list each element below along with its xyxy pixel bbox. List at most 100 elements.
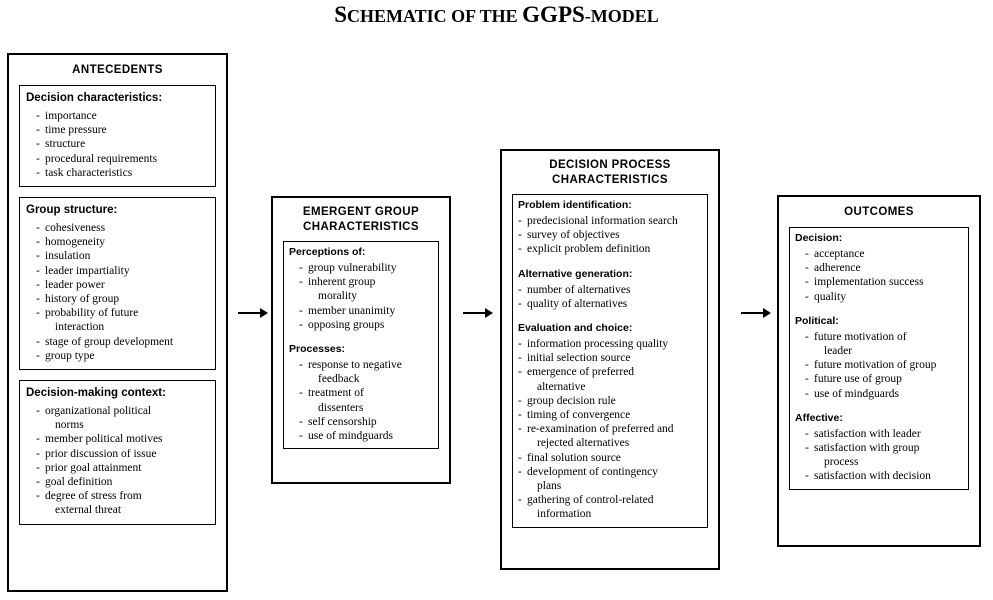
list-item: task characteristics <box>36 166 209 180</box>
group-heading-affective: Affective: <box>795 411 843 424</box>
list-item: implementation success <box>805 275 963 289</box>
list-item: leader power <box>36 278 209 292</box>
list-item: goal definition <box>36 475 209 489</box>
list-perceptions-of: group vulnerability inherent groupmorali… <box>289 261 433 332</box>
column-emergent-group-characteristics: EMERGENT GROUP CHARACTERISTICS Perceptio… <box>271 196 451 484</box>
list-item: satisfaction with decision <box>805 469 963 483</box>
list-problem-identification: predecisional information search survey … <box>518 214 702 257</box>
list-item: history of group <box>36 292 209 306</box>
title-letter-s: S <box>334 2 347 27</box>
group-heading-problem-identification: Problem identification: <box>518 199 632 211</box>
list-item: opposing groups <box>299 318 433 332</box>
group-heading-group-structure: Group structure: <box>26 204 118 217</box>
list-item: future use of group <box>805 372 963 386</box>
column-antecedents: ANTECEDENTS Decision characteristics: im… <box>7 53 228 592</box>
list-item: importance <box>36 109 209 123</box>
arrow-shaft <box>238 312 262 314</box>
list-item: initial selection source <box>518 351 702 365</box>
arrow-shaft <box>741 312 765 314</box>
arrow-antecedents-to-emergent <box>238 307 268 319</box>
list-item: information processing quality <box>518 337 702 351</box>
box-group-structure: Group structure: cohesiveness homogeneit… <box>19 197 216 371</box>
arrow-head-icon <box>763 308 771 318</box>
list-decision-outcomes: acceptance adherence implementation succ… <box>795 247 963 304</box>
list-item: quality of alternatives <box>518 297 702 311</box>
column-heading-line-1: DECISION PROCESS <box>549 159 671 171</box>
column-heading-line-1: EMERGENT GROUP <box>302 206 420 218</box>
list-item: explicit problem definition <box>518 242 702 256</box>
title-ggps: GGPS <box>522 2 585 27</box>
list-item: survey of objectives <box>518 228 702 242</box>
group-heading-processes: Processes: <box>289 343 346 356</box>
list-group-structure: cohesiveness homogeneity insulation lead… <box>26 221 209 363</box>
box-decision-process-details: Problem identification: predecisional in… <box>512 194 708 528</box>
list-item: member unanimity <box>299 304 433 318</box>
group-heading-alternative-generation: Alternative generation: <box>518 267 633 280</box>
list-item: prior goal attainment <box>36 461 209 475</box>
group-heading-political: Political: <box>795 314 839 327</box>
list-item: predecisional information search <box>518 214 702 228</box>
box-outcomes-details: Decision: acceptance adherence implement… <box>789 227 969 490</box>
list-item: satisfaction with leader <box>805 427 963 441</box>
column-heading-line-2: CHARACTERISTICS <box>552 174 668 186</box>
title-text-part2: -MODEL <box>584 6 659 26</box>
list-decision-characteristics: importance time pressure structure proce… <box>26 109 209 180</box>
arrow-emergent-to-process <box>463 307 493 319</box>
column-decision-process-characteristics: DECISION PROCESS CHARACTERISTICS Problem… <box>500 149 720 570</box>
title-text-part1: CHEMATIC OF THE <box>346 6 523 26</box>
list-item: final solution source <box>518 451 702 465</box>
list-item: future motivation of group <box>805 358 963 372</box>
list-item: prior discussion of issue <box>36 447 209 461</box>
column-heading-line-2: CHARACTERISTICS <box>303 221 419 233</box>
list-item: structure <box>36 137 209 151</box>
list-item: timing of convergence <box>518 408 702 422</box>
box-decision-making-context: Decision-making context: organizational … <box>19 380 216 525</box>
list-item: procedural requirements <box>36 152 209 166</box>
list-item: homogeneity <box>36 235 209 249</box>
group-heading-perceptions-of: Perceptions of: <box>289 246 366 258</box>
list-affective-outcomes: satisfaction with leader satisfaction wi… <box>795 427 963 484</box>
arrow-process-to-outcomes <box>741 307 771 319</box>
group-heading-decision-making-context: Decision-making context: <box>26 387 166 400</box>
group-heading-decision-characteristics: Decision characteristics: <box>26 92 163 104</box>
list-item: use of mindguards <box>299 429 433 443</box>
group-heading-evaluation-and-choice: Evaluation and choice: <box>518 322 633 335</box>
list-alternative-generation: number of alternatives quality of altern… <box>518 283 702 312</box>
list-evaluation-and-choice: information processing quality initial s… <box>518 337 702 522</box>
column-outcomes: OUTCOMES Decision: acceptance adherence … <box>777 195 981 547</box>
box-emergent-characteristics: Perceptions of: group vulnerability inhe… <box>283 241 439 450</box>
column-heading-emergent-group-characteristics: EMERGENT GROUP CHARACTERISTICS <box>273 198 449 241</box>
column-heading-outcomes: OUTCOMES <box>844 206 914 218</box>
list-item: cohesiveness <box>36 221 209 235</box>
list-item: stage of group development <box>36 335 209 349</box>
list-item: adherence <box>805 261 963 275</box>
list-item: group type <box>36 349 209 363</box>
list-item: leader impartiality <box>36 264 209 278</box>
list-item: quality <box>805 290 963 304</box>
arrow-head-icon <box>260 308 268 318</box>
list-item: group vulnerability <box>299 261 433 275</box>
list-item: self censorship <box>299 415 433 429</box>
arrow-shaft <box>463 312 487 314</box>
list-item: member political motives <box>36 432 209 446</box>
page-title: SCHEMATIC OF THE GGPS-MODEL <box>0 2 993 28</box>
column-heading-decision-process-characteristics: DECISION PROCESS CHARACTERISTICS <box>502 151 718 194</box>
list-item: time pressure <box>36 123 209 137</box>
group-heading-decision: Decision: <box>795 232 843 244</box>
list-item: use of mindguards <box>805 387 963 401</box>
column-heading-antecedents: ANTECEDENTS <box>72 64 163 76</box>
